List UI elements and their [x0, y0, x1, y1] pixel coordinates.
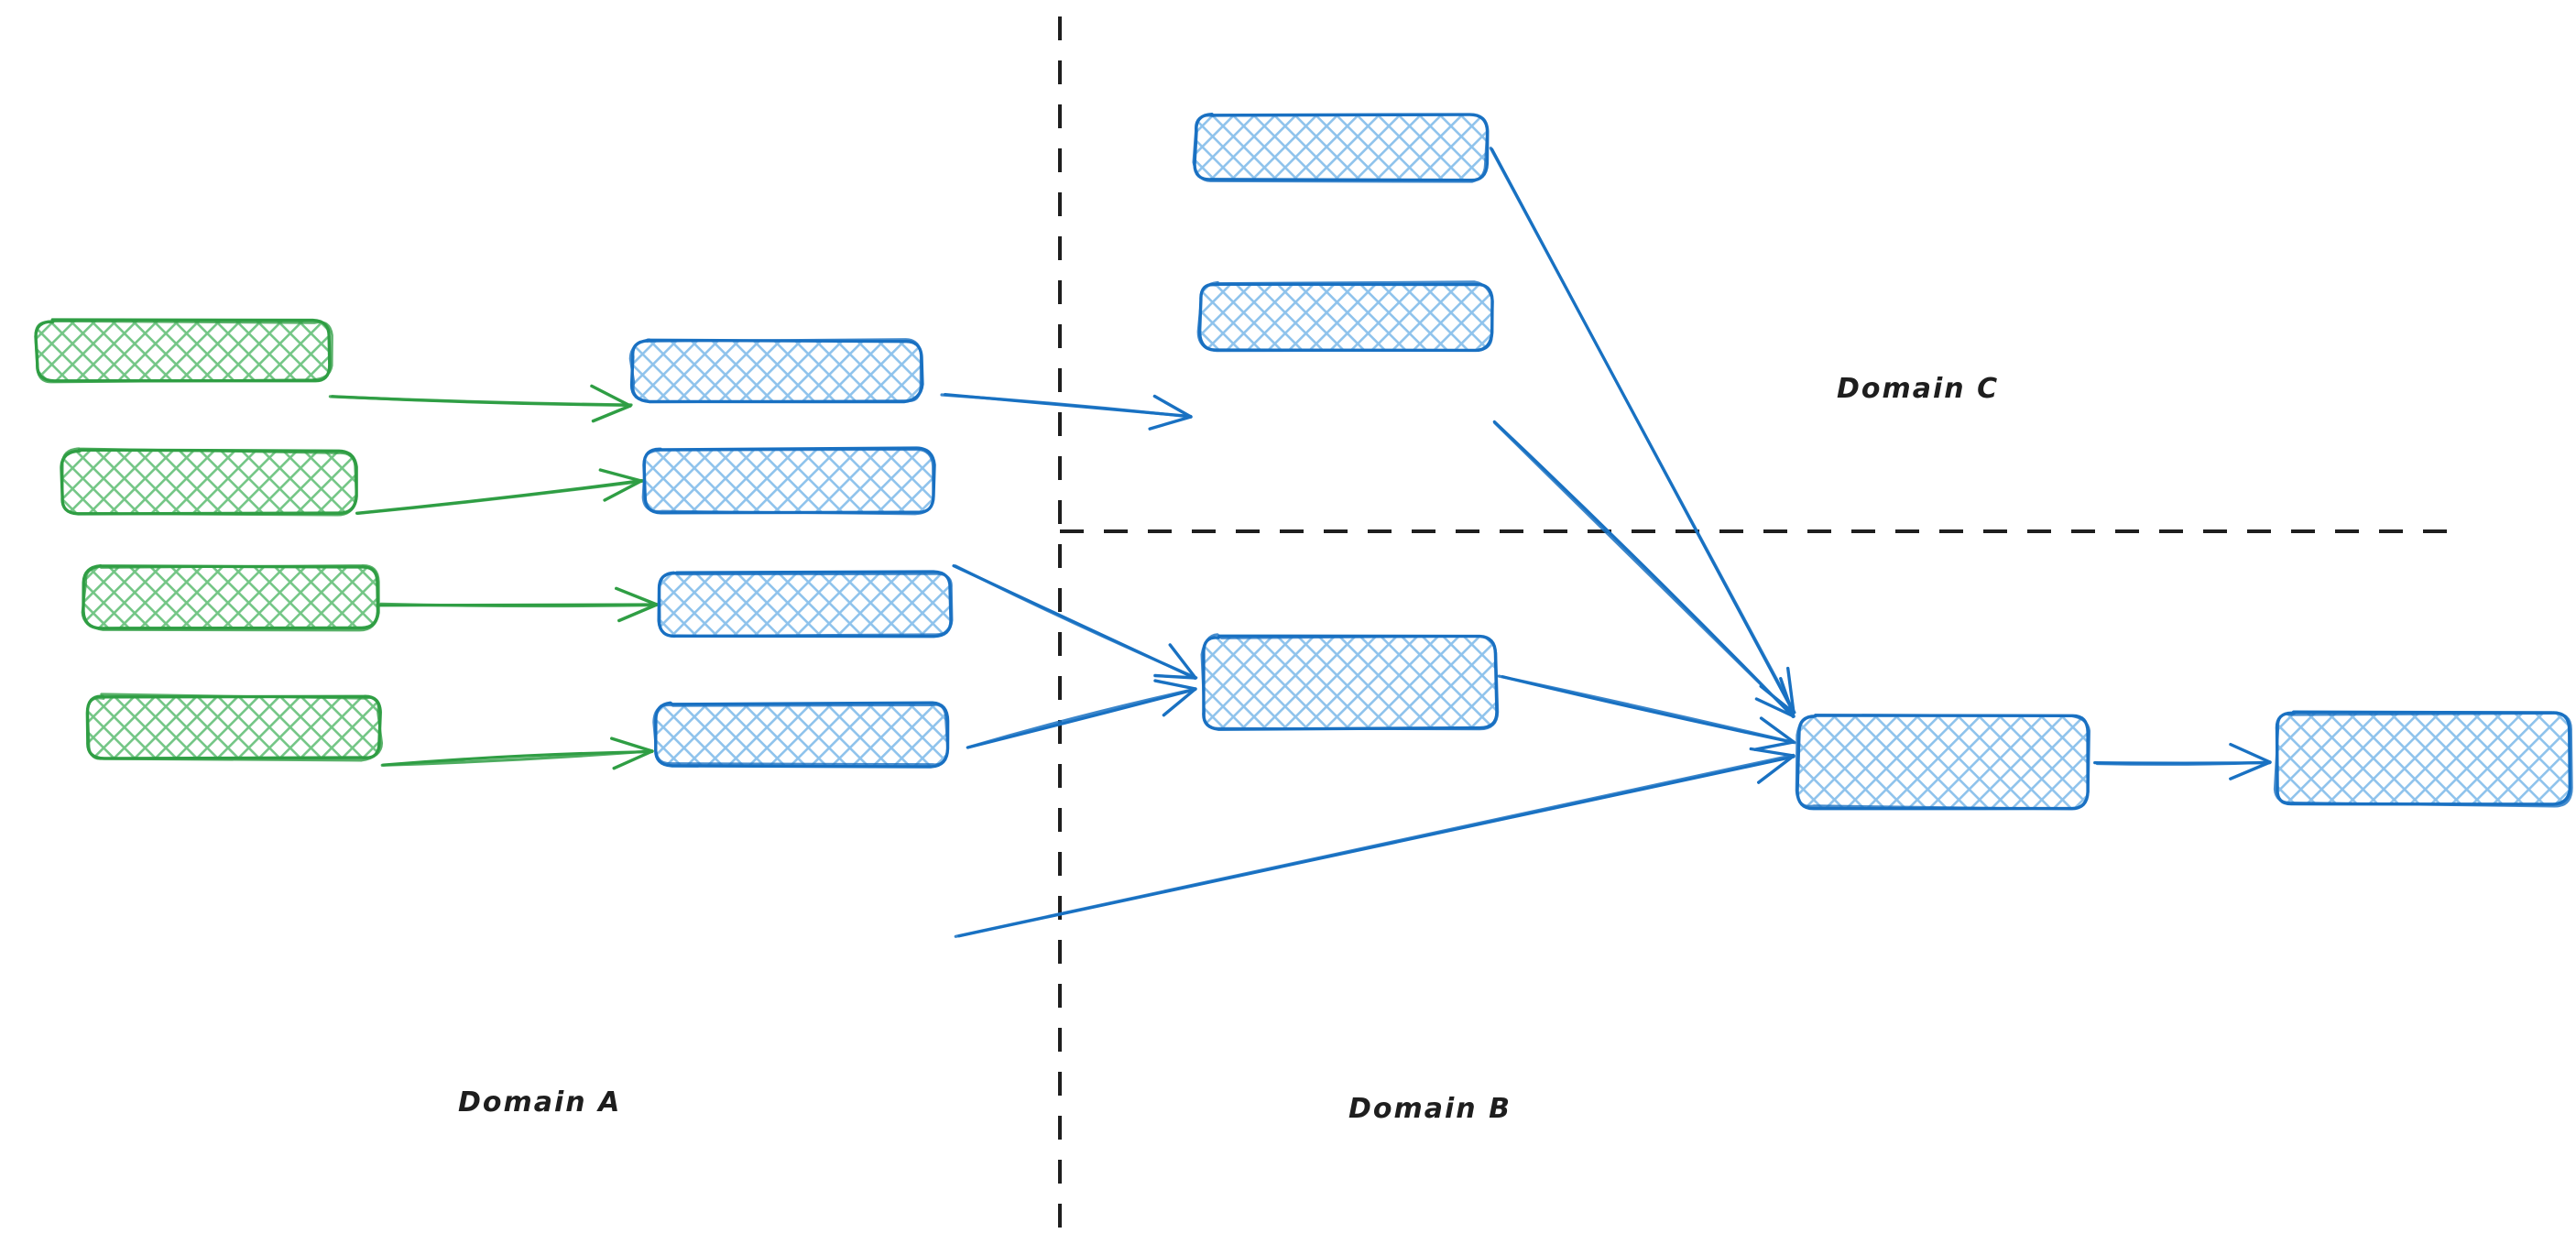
node-a-src-1[interactable] — [34, 318, 333, 384]
edge-e-src2-proc2 — [355, 468, 644, 516]
node-c-merge[interactable] — [1795, 713, 2091, 811]
label-domain-b: Domain B — [1348, 1093, 1512, 1125]
node-a-proc-2[interactable] — [641, 446, 936, 516]
node-a-src-2[interactable] — [60, 447, 358, 517]
node-c-final[interactable] — [2273, 710, 2573, 808]
label-domain-a: Domain A — [458, 1086, 622, 1119]
edges-layer — [328, 147, 2272, 938]
edge-e-src4-proc4 — [380, 737, 654, 770]
label-domain-c: Domain C — [1837, 373, 2000, 405]
node-a-proc-4[interactable] — [652, 701, 950, 769]
node-b-mid[interactable] — [1196, 280, 1494, 353]
domain-dividers — [1058, 16, 2457, 1239]
edge-e-src1-proc1 — [328, 384, 633, 423]
node-a-proc-1[interactable] — [628, 338, 924, 404]
edge-e-proc3-blow — [966, 679, 1197, 749]
edge-e-blow-merge — [1497, 674, 1796, 751]
node-b-top[interactable] — [1192, 113, 1490, 183]
node-a-src-4[interactable] — [85, 693, 384, 762]
node-a-proc-3[interactable] — [657, 570, 954, 638]
edge-e-proc2-blow — [952, 564, 1198, 680]
edge-e-btop-merge — [1489, 147, 1796, 715]
node-b-low[interactable] — [1200, 633, 1500, 731]
nodes-layer — [34, 113, 2573, 811]
node-a-src-3[interactable] — [81, 564, 380, 632]
edge-e-bmid-merge — [1492, 420, 1796, 719]
edge-e-src3-proc3 — [376, 586, 659, 623]
edge-e-proc1-btop — [940, 392, 1193, 431]
edge-e-merge-final — [2093, 742, 2272, 780]
edge-e-proc4-merge — [954, 747, 1796, 938]
